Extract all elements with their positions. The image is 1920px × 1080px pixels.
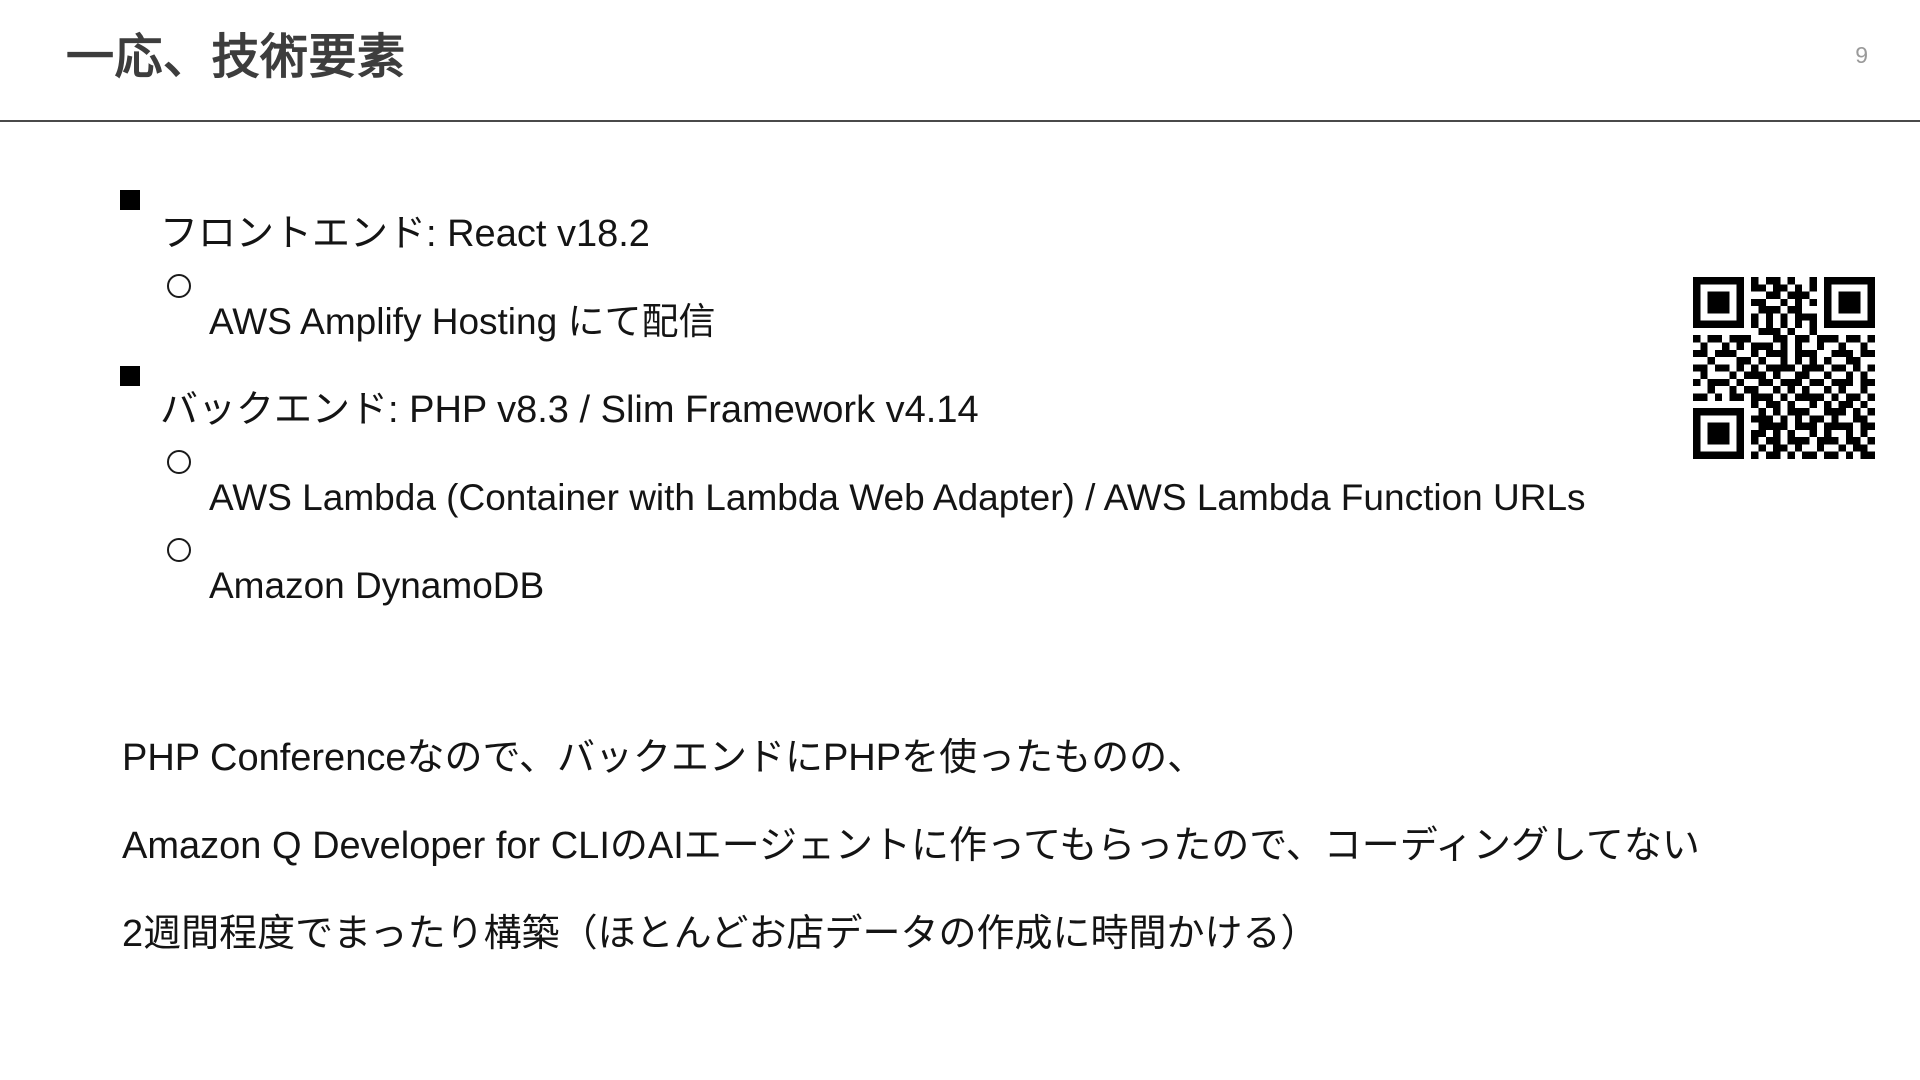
note-line: 2週間程度でまったり構築（ほとんどお店データの作成に時間かける） bbox=[122, 913, 1319, 955]
hollow-circle-bullet-icon bbox=[167, 538, 209, 598]
list-item-label: AWS Lambda (Container with Lambda Web Ad… bbox=[209, 477, 1586, 518]
list-item-label: Amazon DynamoDB bbox=[209, 565, 545, 606]
filled-square-bullet-icon bbox=[120, 190, 160, 246]
list-item: AWS Amplify Hosting にて配信 bbox=[120, 274, 1820, 388]
note-line: Amazon Q Developer for CLIのAIエージェントに作っても… bbox=[122, 825, 1700, 867]
hollow-circle-bullet-icon bbox=[167, 274, 209, 334]
qr-code-icon[interactable] bbox=[1693, 277, 1875, 459]
list-item-label: バックエンド: PHP v8.3 / Slim Framework v4.14 bbox=[160, 389, 979, 431]
list-item: フロントエンド: React v18.2 bbox=[120, 190, 1820, 300]
page-title: 一応、技術要素 bbox=[66, 31, 406, 84]
list-item-label: AWS Amplify Hosting にて配信 bbox=[209, 301, 716, 342]
note-line: PHP Conferenceなので、バックエンドにPHPを使ったものの、 bbox=[122, 737, 1206, 779]
bullet-list: フロントエンド: React v18.2 AWS Amplify Hosting… bbox=[120, 190, 1820, 652]
list-item: Amazon DynamoDB bbox=[120, 538, 1820, 652]
header-divider bbox=[0, 120, 1920, 122]
page-number: 9 bbox=[1855, 42, 1868, 68]
slide-body: フロントエンド: React v18.2 AWS Amplify Hosting… bbox=[0, 122, 1920, 1080]
note-paragraph: PHP Conferenceなので、バックエンドにPHPを使ったものの、 Ama… bbox=[122, 739, 1842, 1003]
list-item-label: フロントエンド: React v18.2 bbox=[160, 213, 650, 255]
list-item: AWS Lambda (Container with Lambda Web Ad… bbox=[120, 450, 1820, 564]
list-item: バックエンド: PHP v8.3 / Slim Framework v4.14 bbox=[120, 366, 1820, 476]
filled-square-bullet-icon bbox=[120, 366, 160, 422]
hollow-circle-bullet-icon bbox=[167, 450, 209, 510]
slide-header: 一応、技術要素 9 bbox=[0, 0, 1920, 122]
